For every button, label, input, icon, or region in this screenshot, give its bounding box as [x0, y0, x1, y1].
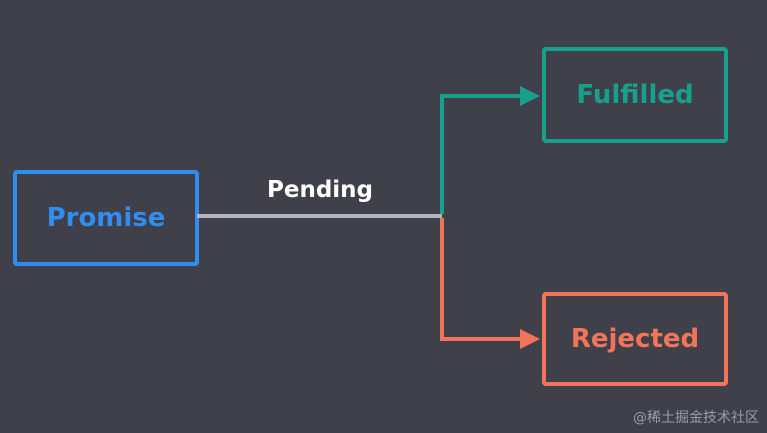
watermark-text: @稀土掘金技术社区: [633, 410, 759, 426]
rejected-edge: [440, 218, 540, 349]
rejected-node-label: Rejected: [570, 324, 700, 354]
fulfilled-edge: [440, 86, 540, 214]
fulfilled-node-box: [542, 47, 728, 143]
pending-edge-label: Pending: [266, 177, 373, 203]
promise-node-label: Promise: [46, 203, 166, 233]
rejected-node-box: [542, 292, 728, 386]
fulfilled-node-label: Fulfilled: [576, 80, 694, 110]
